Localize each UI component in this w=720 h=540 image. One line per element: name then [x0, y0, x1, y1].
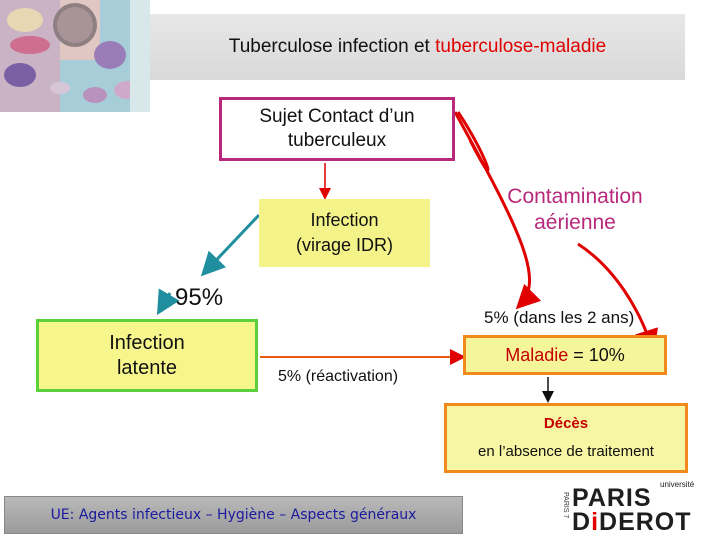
- logo-universite: université: [660, 480, 695, 489]
- logo-diderot-mid: i: [591, 508, 600, 536]
- deces-subtitle: en l’absence de traitement: [478, 443, 654, 460]
- box-infection-line1: Infection: [310, 210, 379, 231]
- paris-diderot-logo: université PARIS 7 PARIS DiDEROT: [560, 478, 718, 538]
- arrow-contamination-long: [453, 111, 542, 310]
- label-contamination-aerienne: Contamination aérienne: [490, 184, 660, 236]
- box-contact-line1: Sujet Contact d’un: [259, 106, 415, 128]
- logo-paris-pre: PARI: [572, 484, 634, 512]
- arrow-to-maladie: [577, 242, 659, 354]
- box-sujet-contact: Sujet Contact d’un tuberculeux: [219, 97, 455, 161]
- logo-diderot-post: DEROT: [599, 508, 692, 536]
- logo-diderot-pre: D: [572, 508, 592, 536]
- title-text-part1: Tuberculose infection et: [228, 36, 436, 57]
- box-infection: Infection (virage IDR): [259, 199, 430, 267]
- microscopy-image: [0, 0, 150, 112]
- label-95-percent: 95%: [175, 284, 224, 311]
- logo-diderot: DiDEROT: [572, 508, 692, 537]
- maladie-value: = 10%: [568, 344, 625, 365]
- footer-text: UE: Agents infectieux – Hygiène – Aspect…: [50, 507, 417, 523]
- title-text-part2: tuberculose-maladie: [435, 36, 607, 57]
- box-maladie: Maladie = 10%: [463, 335, 667, 375]
- label-5-percent-reactivation: 5% (réactivation): [278, 368, 399, 385]
- box-deces: Décès en l’absence de traitement: [444, 403, 688, 473]
- logo-paris-post: S: [633, 484, 652, 512]
- footer-bar: [4, 496, 463, 534]
- box-latente-line1: Infection: [109, 331, 185, 354]
- maladie-word: Maladie: [505, 344, 569, 365]
- contamination-line1: Contamination: [507, 185, 643, 208]
- arrow-infection-to-95: [200, 213, 261, 277]
- deces-title: Décès: [543, 414, 589, 432]
- title-banner: Tuberculose infection et tuberculose-mal…: [150, 14, 685, 80]
- contamination-line2: aérienne: [534, 211, 616, 235]
- box-contact-line2: tuberculeux: [287, 130, 387, 151]
- box-infection-line2: (virage IDR): [295, 235, 393, 255]
- box-latente-line2: latente: [116, 356, 178, 379]
- label-5-percent-2-ans: 5% (dans les 2 ans): [484, 308, 635, 327]
- arrow-95-to-latente: [156, 288, 180, 316]
- box-infection-latente: Infection latente: [36, 319, 258, 392]
- logo-paris: PARIS: [572, 484, 652, 513]
- logo-vertical-text: PARIS 7: [562, 492, 569, 519]
